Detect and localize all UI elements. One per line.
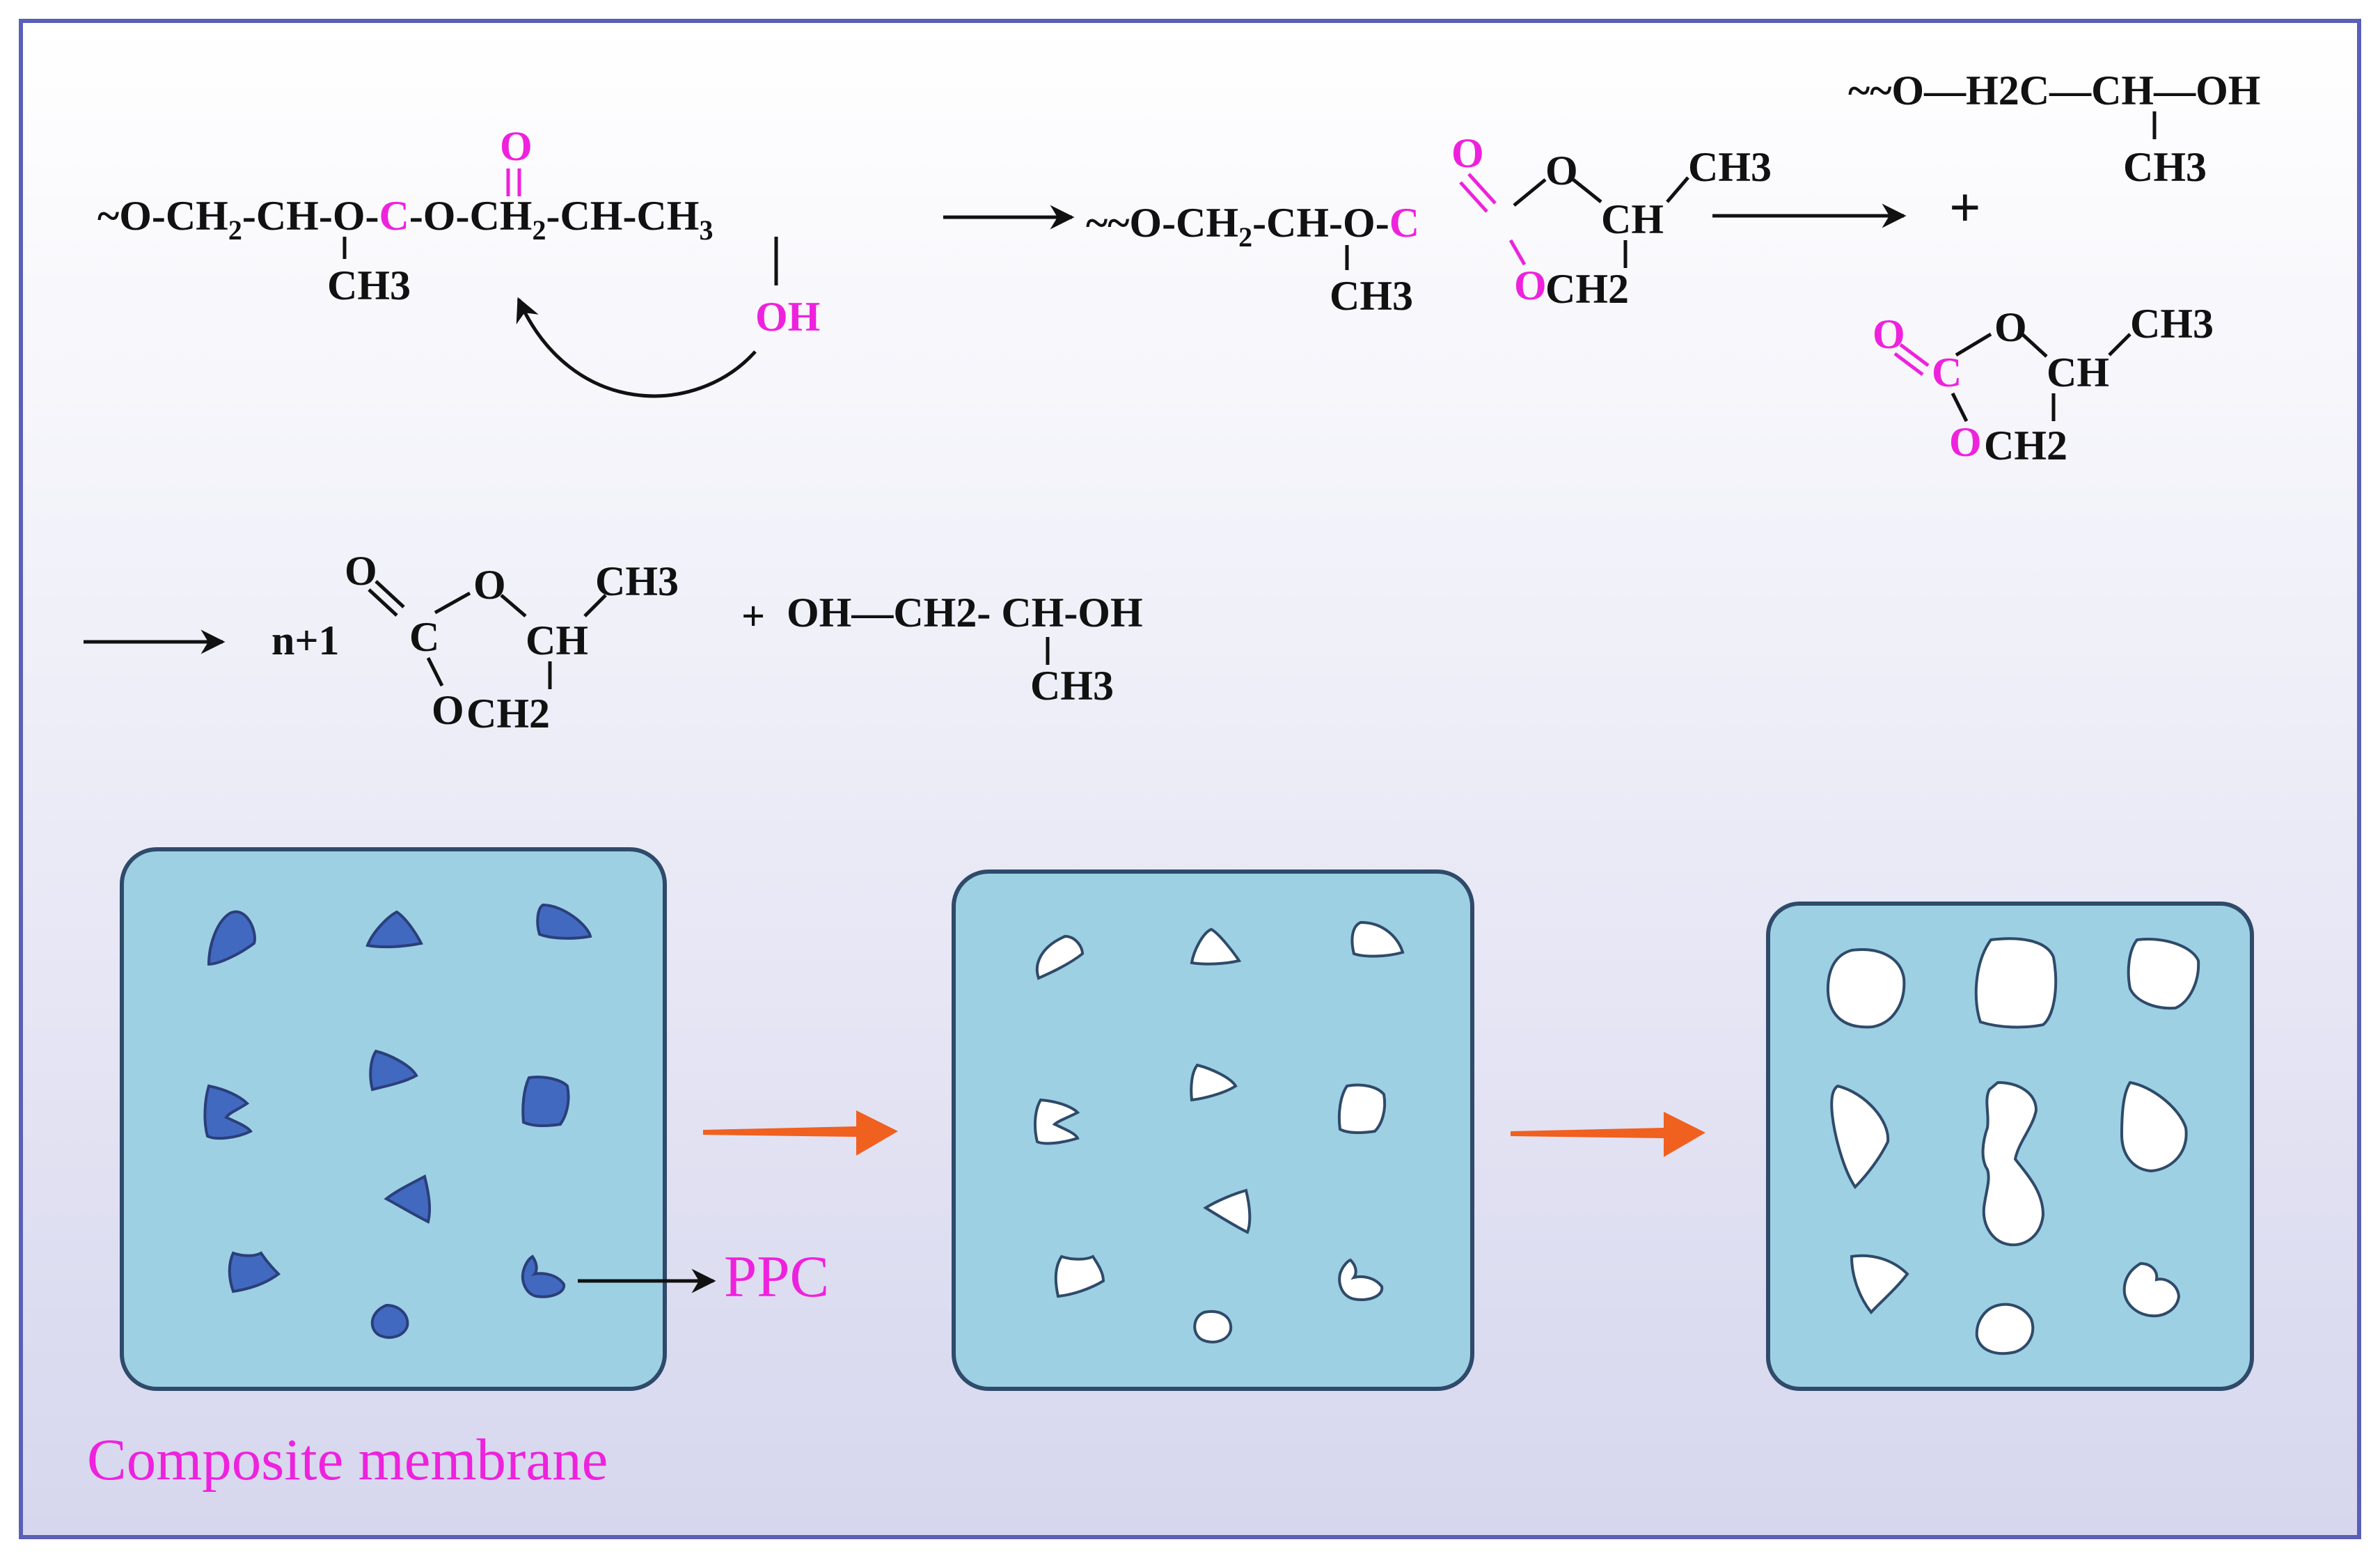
ppc-particles [203,903,592,1339]
svg-text:CH3: CH3 [1030,663,1114,709]
svg-text:O: O [1545,148,1578,194]
svg-text:CH3: CH3 [1688,144,1772,190]
pore [1974,937,2058,1029]
chain-end-product: ~~O—H2C—CH—OH CH3 + [1848,68,2260,239]
svg-text:CH: CH [526,617,588,663]
svg-text:~~O—H2C—CH—OH: ~~O—H2C—CH—OH [1848,68,2260,113]
plus-sign: + [1949,178,1981,239]
svg-text:O: O [473,562,506,608]
ppc-particle [365,910,423,949]
ppc-particle [369,1049,418,1092]
svg-text:CH: CH [2047,349,2109,395]
pore [1203,1188,1252,1234]
membrane-partially-degraded [952,870,1474,1391]
pore [1850,1254,1909,1315]
svg-text:C: C [1932,349,1962,395]
carbonyl-oxygen: O [500,123,533,169]
pore [1337,1083,1387,1134]
svg-text:O: O [1514,262,1547,308]
ppc-particle [370,1303,409,1339]
pore [2120,1080,2188,1173]
pore [1193,1309,1233,1344]
intermediate-structure: ~~O-CH2-CH-O-C CH3 O O CH CH3 O CH2 [1086,130,1772,319]
stage-arrow-1 [703,1110,898,1156]
ppc-particle [384,1174,432,1224]
ppc-label: PPC [724,1244,829,1309]
stage-arrow-2 [1511,1112,1705,1157]
membrane-composite [120,847,667,1391]
composite-membrane-label: Composite membrane [87,1427,608,1493]
svg-text:O: O [1994,304,2027,350]
pore [1826,948,1906,1029]
pore [1350,920,1405,958]
small-pores [1034,920,1405,1344]
backbiting-arrow [516,297,757,398]
svg-text:O: O [432,687,464,733]
ppc-particle [228,1251,281,1293]
reactant-methyl: CH3 [327,262,411,308]
coefficient: n+1 [271,617,340,663]
svg-text:O: O [1873,311,1905,357]
svg-text:CH3: CH3 [595,558,679,604]
enlarged-pores [1826,937,2200,1355]
pore [1034,1098,1080,1145]
svg-text:~O-CH2-CH-O-C-O-CH2-CH-CH3: ~O-CH2-CH-O-C-O-CH2-CH-CH3 [97,193,713,246]
svg-text:O: O [1949,419,1982,465]
pore [1035,934,1085,980]
reactant-structure: ~O-CH2-CH-O-C-O-CH2-CH-CH3 O CH3 OH [97,123,820,340]
ppc-particle [536,903,592,940]
svg-text:CH2: CH2 [1984,423,2067,469]
svg-text:O: O [345,548,377,594]
svg-text:CH3: CH3 [2130,301,2214,347]
pore [1054,1254,1105,1298]
pore [1338,1258,1384,1301]
svg-text:CH3: CH3 [2123,144,2207,190]
plus-sign-2: + [741,593,765,639]
ppc-particle [207,910,256,966]
svg-text:CH2: CH2 [1545,266,1629,312]
pore [1190,1063,1238,1102]
ppc-particle [521,1254,566,1298]
ppc-particle [203,1084,253,1140]
pore [2127,938,2200,1010]
propylene-glycol: OH—CH2- CH-OH [787,590,1143,636]
pore [1190,927,1242,966]
svg-text:CH2: CH2 [466,691,550,737]
pore [1830,1084,1890,1190]
pore [2122,1261,2181,1318]
pore [1975,1303,2035,1355]
svg-text:~~O-CH2-CH-O-C: ~~O-CH2-CH-O-C [1086,200,1419,253]
final-products: n+1 O C O CH CH3 O CH2 + OH—CH2- CH-OH C… [271,548,1143,737]
svg-text:CH3: CH3 [1330,273,1413,319]
svg-text:O: O [1451,130,1484,176]
cyclic-carbonate-product: O C O CH CH3 O CH2 [1873,301,2214,469]
membrane-porous [1766,902,2254,1391]
ppc-particle [521,1076,570,1127]
svg-text:CH: CH [1601,196,1664,242]
reactant-hydroxyl: OH [755,294,820,340]
svg-text:C: C [409,614,439,660]
pore [1981,1080,2045,1247]
